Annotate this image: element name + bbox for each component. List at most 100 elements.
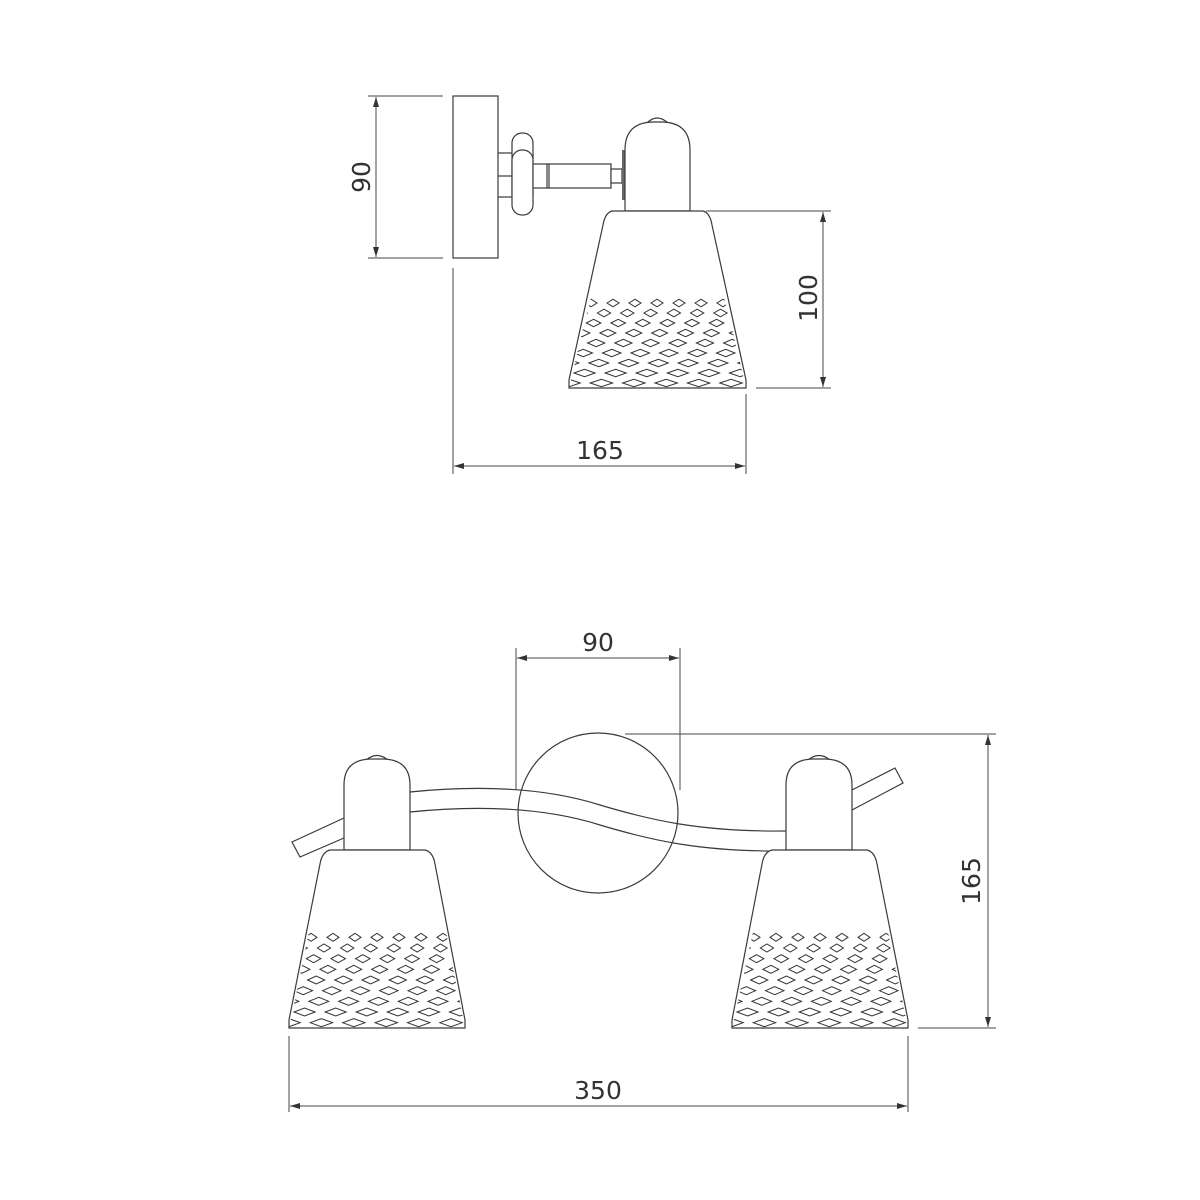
dimension-label: 350 (574, 1076, 622, 1105)
diamond-cutout (416, 1007, 441, 1017)
diamond-cutout (304, 932, 318, 942)
diamond-cutout (755, 329, 771, 337)
diamond-cutout (821, 986, 843, 996)
diamond-cutout (766, 1007, 791, 1017)
diamond-cutout (628, 298, 642, 308)
dimension-label: 90 (347, 161, 376, 193)
diamond-cutout (569, 338, 579, 348)
diamond-cutout (525, 379, 547, 387)
diamond-cutout (341, 1018, 367, 1028)
diamond-cutout (640, 338, 661, 348)
diamond-cutout (339, 943, 355, 953)
diamond-cutout (263, 1008, 284, 1016)
diamond-cutout (548, 329, 564, 337)
diamond-cutout (772, 954, 790, 964)
diamond-cutout (337, 996, 360, 1006)
dimension-label: 90 (582, 628, 614, 657)
dimension-shade-100: 100 (706, 210, 831, 389)
diamond-cutout (306, 975, 326, 985)
diamond-cutout (388, 975, 408, 985)
diamond-cutout (846, 954, 864, 964)
diamond-cutout (761, 964, 780, 974)
diamond-cutout (569, 358, 581, 368)
diamond-cutout (918, 965, 934, 973)
diamond-cutout (923, 944, 936, 952)
diamond-cutout (653, 378, 679, 388)
diamond-cutout (761, 299, 773, 307)
diamond-cutout (750, 996, 774, 1006)
diamond-cutout (760, 309, 773, 317)
diamond-cutout (735, 1007, 760, 1017)
diamond-cutout (810, 996, 833, 1006)
diamond-cutout (289, 975, 299, 985)
diamond-cutout (672, 298, 686, 308)
diamond-cutout (732, 318, 746, 328)
diamond-cutout (791, 932, 805, 942)
diamond-cutout (685, 378, 712, 388)
diamond-cutout (829, 943, 845, 953)
diamond-cutout (537, 319, 552, 327)
diamond-cutout (624, 328, 643, 338)
diamond-cutout (546, 349, 565, 357)
diamond-cutout (805, 943, 822, 953)
diamond-cutout (792, 986, 814, 996)
diamond-cutout (769, 932, 783, 942)
diamond-cutout (587, 358, 611, 368)
diamond-cutout (307, 996, 331, 1006)
diamond-cutout (709, 987, 728, 995)
diamond-cutout (659, 318, 676, 328)
diamond-cutout (906, 986, 908, 996)
diamond-cutout (321, 986, 343, 996)
diamond-cutout (569, 378, 582, 388)
diamond-cutout (475, 965, 491, 973)
diamond-cutout (386, 943, 402, 953)
diamond-cutout (572, 368, 597, 378)
diamond-cutout (728, 368, 746, 378)
diamond-cutout (686, 348, 708, 358)
diamond-cutout (603, 368, 628, 378)
dimension-label: 165 (957, 857, 986, 905)
diamond-cutout (683, 318, 701, 328)
diamond-cutout (692, 997, 712, 1005)
diamond-cutout (479, 955, 494, 963)
diamond-cutout (414, 932, 428, 942)
diamond-cutout (849, 986, 871, 996)
diamond-cutout (751, 1018, 778, 1028)
diamond-cutout (448, 1007, 465, 1017)
diamond-cutout (764, 986, 786, 996)
diamond-cutout (533, 339, 550, 347)
diamond-cutout (629, 348, 651, 358)
diamond-cutout (735, 986, 757, 996)
diamond-cutout (848, 1018, 875, 1028)
diamond-cutout (609, 318, 627, 328)
diamond-cutout (373, 1018, 399, 1028)
diamond-cutout (529, 359, 549, 367)
diamond-cutout (759, 319, 774, 327)
diamond-cutout (392, 932, 406, 942)
diamond-cutout (732, 975, 742, 985)
diamond-cutout (249, 997, 269, 1005)
diamond-cutout (617, 358, 640, 368)
diamond-cutout (289, 932, 296, 942)
diamond-cutout (666, 308, 682, 318)
diamond-cutout (813, 964, 832, 974)
diamond-cutout (403, 954, 421, 964)
diamond-cutout (647, 358, 670, 368)
diamond-cutout (751, 339, 768, 347)
diamond-cutout (749, 975, 769, 985)
diamond-cutout (428, 954, 445, 964)
diamond-cutout (551, 309, 564, 317)
dimension-height-90: 90 (347, 95, 443, 259)
diamond-cutout (396, 964, 415, 974)
diamond-cutout (292, 986, 314, 996)
diamond-cutout (289, 1018, 302, 1028)
diamond-cutout (869, 996, 893, 1006)
diamond-cutout (700, 955, 715, 963)
diamond-cutout (901, 932, 908, 942)
diamond-cutout (452, 954, 465, 964)
diamond-cutout (895, 954, 908, 964)
diamond-cutout (480, 944, 493, 952)
diamond-cutout (458, 932, 465, 942)
diamond-cutout (748, 954, 765, 964)
diamond-cutout (711, 965, 727, 973)
